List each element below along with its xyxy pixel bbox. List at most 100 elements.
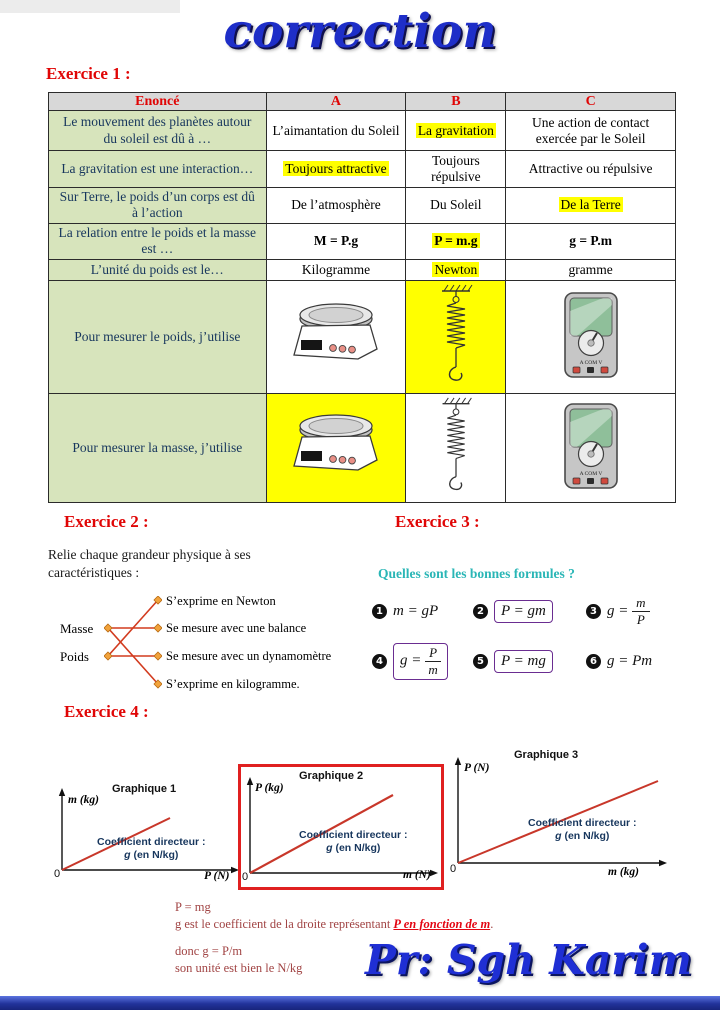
table-row: Sur Terre, le poids d’un corps est dû à …	[48, 187, 676, 224]
answer-text: Kilogramme	[301, 261, 371, 277]
graph-3-xlabel: m (kg)	[608, 866, 639, 878]
dynamometer-icon	[441, 284, 473, 381]
formula-number-badge: 6	[586, 654, 601, 670]
balance-icon	[293, 414, 378, 471]
graph-1-title: Graphique 1	[112, 783, 177, 795]
conclusion-formula: P = mg	[175, 900, 211, 914]
answer-cell-a	[265, 279, 407, 394]
matching-lines	[104, 596, 162, 689]
answer-cell-b: Newton	[405, 258, 507, 281]
match-left-poids: Poids	[60, 649, 89, 664]
multimeter-icon: A COM V	[563, 403, 618, 489]
answer-text: L’aimantation du Soleil	[272, 122, 400, 138]
answer-cell-c: g = P.m	[505, 222, 676, 260]
graph-3-title: Graphique 3	[514, 749, 579, 761]
exercise4-heading: Exercice 4 :	[64, 702, 149, 721]
graph-2-origin: 0	[242, 871, 249, 883]
exercise2-instruction: Relie chaque grandeur physique à ses car…	[48, 547, 251, 580]
answer-text: Toujours répulsive	[431, 153, 481, 184]
col-header-c: C	[505, 92, 676, 111]
answer-cell-a: De l’atmosphère	[265, 187, 407, 224]
answer-text: M = P.g	[313, 233, 359, 249]
graph-1-origin: 0	[54, 868, 61, 880]
answer-text: gramme	[568, 261, 613, 277]
col-header-b: B	[405, 92, 507, 111]
graph-1-plot	[58, 788, 239, 874]
answer-cell-c: A COM V	[505, 392, 676, 503]
answer-text: Une action de contact exercée par le Sol…	[531, 114, 650, 146]
question-cell: Le mouvement des planètes autour du sole…	[48, 110, 267, 151]
exercise2-heading: Exercice 2 :	[64, 512, 149, 531]
graph-2-title: Graphique 2	[299, 770, 364, 782]
answer-cell-b: Du Soleil	[405, 187, 507, 224]
highlighted-answer: P = m.g	[432, 233, 480, 249]
answer-cell-b	[405, 392, 507, 503]
matching-diagram: Masse Poids S’exprime en Newton Se mesur…	[48, 594, 378, 700]
answer-cell-c: Attractive ou répulsive	[505, 150, 676, 188]
answer-text: De l’atmosphère	[291, 197, 381, 213]
exercise4-conclusion: P = mg g est le coefficient de la droite…	[175, 900, 493, 978]
multimeter-icon: A COM V	[563, 292, 618, 378]
answer-text: g = P.m	[569, 233, 613, 249]
answer-cell-b: P = m.g	[405, 222, 507, 260]
answer-cell-a: L’aimantation du Soleil	[265, 110, 407, 151]
formula-text-boxed: P = mg	[494, 649, 553, 673]
graph-3-plot	[454, 757, 667, 867]
answer-cell-a: Kilogramme	[265, 258, 407, 281]
table-row: Pour mesurer la masse, j’utilise	[48, 392, 676, 503]
graph-2-xlabel: m (N)	[403, 869, 431, 881]
exercise1-heading: Exercice 1 :	[46, 64, 131, 83]
match-right-dynamometre: Se mesure avec un dynamomètre	[166, 649, 332, 663]
graph-1-xlabel: P (N)	[204, 870, 230, 882]
formula-number-badge: 1	[372, 603, 387, 619]
balance-icon	[293, 303, 378, 360]
conclusion-unit: son unité est bien le N/kg	[175, 961, 303, 975]
formula-text: m = gP	[393, 602, 439, 619]
multimeter-terminal-labels: A COM V	[579, 471, 602, 477]
graph-2-coefficient-label: Coefficient directeur : g (en N/kg)	[299, 829, 408, 855]
graph-2-plot	[246, 777, 438, 877]
graph-3-ylabel: P (N)	[464, 762, 490, 774]
multimeter-terminal-labels: A COM V	[579, 360, 602, 366]
formula-text-boxed: P = gm	[494, 599, 553, 623]
scan-artifact	[0, 0, 180, 13]
conclusion-emphasis: P en fonction de m	[393, 917, 491, 931]
table-row: La gravitation est une interaction… Touj…	[48, 150, 676, 188]
formula-number-badge: 2	[473, 603, 488, 619]
match-left-masse: Masse	[60, 621, 94, 636]
conclusion-explanation: g est le coefficient de la droite représ…	[175, 917, 494, 931]
answer-cell-c: De la Terre	[505, 187, 676, 224]
exercise3-heading: Exercice 3 :	[395, 512, 480, 531]
question-cell: La gravitation est une interaction…	[48, 150, 267, 188]
graph-1: Graphique 1 m (kg) 0 P (N) Coefficient d…	[52, 778, 244, 884]
answer-text: Du Soleil	[430, 197, 482, 213]
table-row: L’unité du poids est le… Kilogramme Newt…	[48, 258, 676, 281]
graph-2-ylabel: P (kg)	[255, 782, 284, 794]
answer-cell-c: gramme	[505, 258, 676, 281]
table-row: Pour mesurer le poids, j’utilise	[48, 279, 676, 394]
formula-number-badge: 4	[372, 653, 387, 669]
exercise3-question: Quelles sont les bonnes formules ?	[378, 566, 575, 581]
answer-cell-a: M = P.g	[265, 222, 407, 260]
question-cell: L’unité du poids est le…	[48, 258, 267, 281]
answer-cell-b: La gravitation	[405, 110, 507, 151]
question-cell: Pour mesurer la masse, j’utilise	[48, 392, 267, 503]
teacher-credit: Pr: Sgh Karim	[365, 936, 692, 984]
exercise1-table: Enoncé A B C Le mouvement des planètes a…	[48, 92, 676, 503]
table-row: Le mouvement des planètes autour du sole…	[48, 110, 676, 151]
answer-cell-b-highlighted	[405, 279, 507, 394]
answer-cell-b: Toujours répulsive	[405, 150, 507, 188]
question-cell: La relation entre le poids et la masse e…	[48, 222, 267, 260]
highlighted-answer: Toujours attractive	[283, 161, 389, 176]
match-right-balance: Se mesure avec une balance	[166, 621, 307, 635]
formula-number-badge: 3	[586, 603, 601, 619]
answer-cell-a-highlighted	[265, 392, 407, 503]
